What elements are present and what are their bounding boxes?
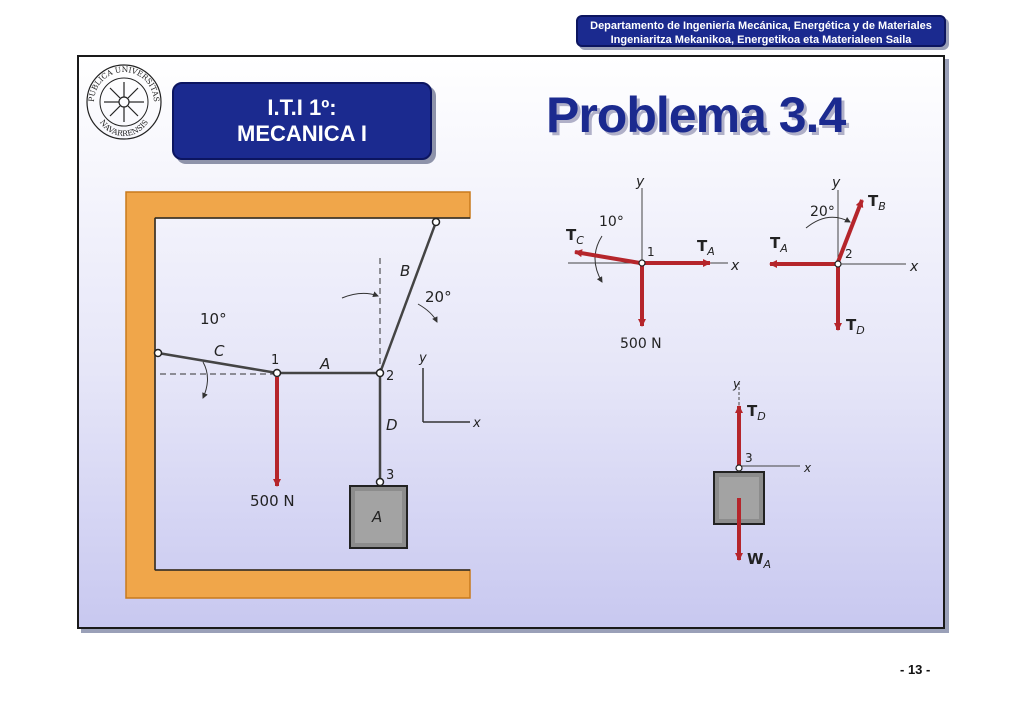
seal-chains-emblem	[104, 82, 144, 122]
cable-c-label: C	[214, 342, 225, 360]
fbd2-axis-y: y	[831, 175, 841, 191]
department-line-es: Departamento de Ingeniería Mecánica, Ene…	[590, 20, 932, 32]
department-banner: Departamento de Ingeniería Mecánica, Ene…	[576, 15, 946, 47]
course-line1: I.T.I 1º:	[267, 95, 337, 120]
fbd1-angle: 10°	[599, 214, 624, 230]
fbd2-ta-label: TA	[770, 234, 788, 255]
angle-b-label: 20°	[425, 288, 452, 306]
page-number: - 13 -	[900, 662, 931, 677]
point-3-label: 3	[386, 468, 394, 483]
fbd1-ta-label: TA	[697, 237, 715, 258]
fbd3-point: 3	[745, 451, 753, 465]
fbd3-axis-x: x	[803, 461, 812, 475]
main-axis-y-label: y	[418, 351, 427, 366]
fbd3-td-label: TD	[747, 402, 766, 423]
block-a-label: A	[371, 508, 382, 526]
fbd2-td-label: TD	[846, 316, 865, 337]
fbd-point-3: y x 3 TD WA	[713, 377, 812, 571]
fbd-point-1: y x 10° 1 TC TA 500 N	[566, 174, 740, 352]
angle-c-label: 10°	[200, 310, 227, 328]
fbd2-tb-arrow	[836, 199, 864, 263]
cable-b	[378, 221, 438, 374]
cable-a-label: A	[319, 355, 330, 373]
fbd1-point: 1	[647, 245, 655, 259]
point-1-label: 1	[271, 353, 279, 368]
department-line-eu: Ingeniaritza Mekanikoa, Energetikoa eta …	[610, 34, 912, 46]
fbd1-axis-x: x	[730, 258, 740, 274]
fbd2-axis-x: x	[909, 259, 919, 275]
cable-b-label: B	[400, 262, 410, 280]
course-line2: MECANICA I	[237, 121, 367, 146]
university-seal-logo: PUBLICA UNIVERSITAS NAVARRENSIS	[86, 64, 162, 140]
cable-c	[157, 351, 278, 375]
fbd2-tb-label: TB	[868, 192, 886, 213]
wall-frame	[125, 191, 471, 599]
load-500n-label: 500 N	[250, 492, 295, 510]
fbd2-angle: 20°	[810, 204, 835, 220]
fbd1-load-label: 500 N	[620, 336, 662, 352]
fbd-point-2: y x 20° 2 TB TA TD	[769, 175, 919, 337]
fbd1-tc-arrow	[574, 249, 641, 265]
problem-title: Problema 3.4	[546, 87, 846, 143]
main-figure: 10° 20° C A B D 1 2 3 y x 500 N A	[125, 191, 481, 599]
fbd3-axis-y: y	[732, 377, 741, 391]
fbd1-tc-label: TC	[566, 226, 584, 247]
fbd2-point: 2	[845, 247, 853, 261]
fbd1-axis-y: y	[635, 174, 645, 190]
fbd3-wa-label: WA	[747, 550, 771, 571]
cable-d-label: D	[386, 416, 398, 434]
point-2-label: 2	[386, 369, 394, 384]
main-axis-x-label: x	[472, 416, 481, 431]
course-badge: I.T.I 1º: MECANICA I	[172, 82, 432, 160]
